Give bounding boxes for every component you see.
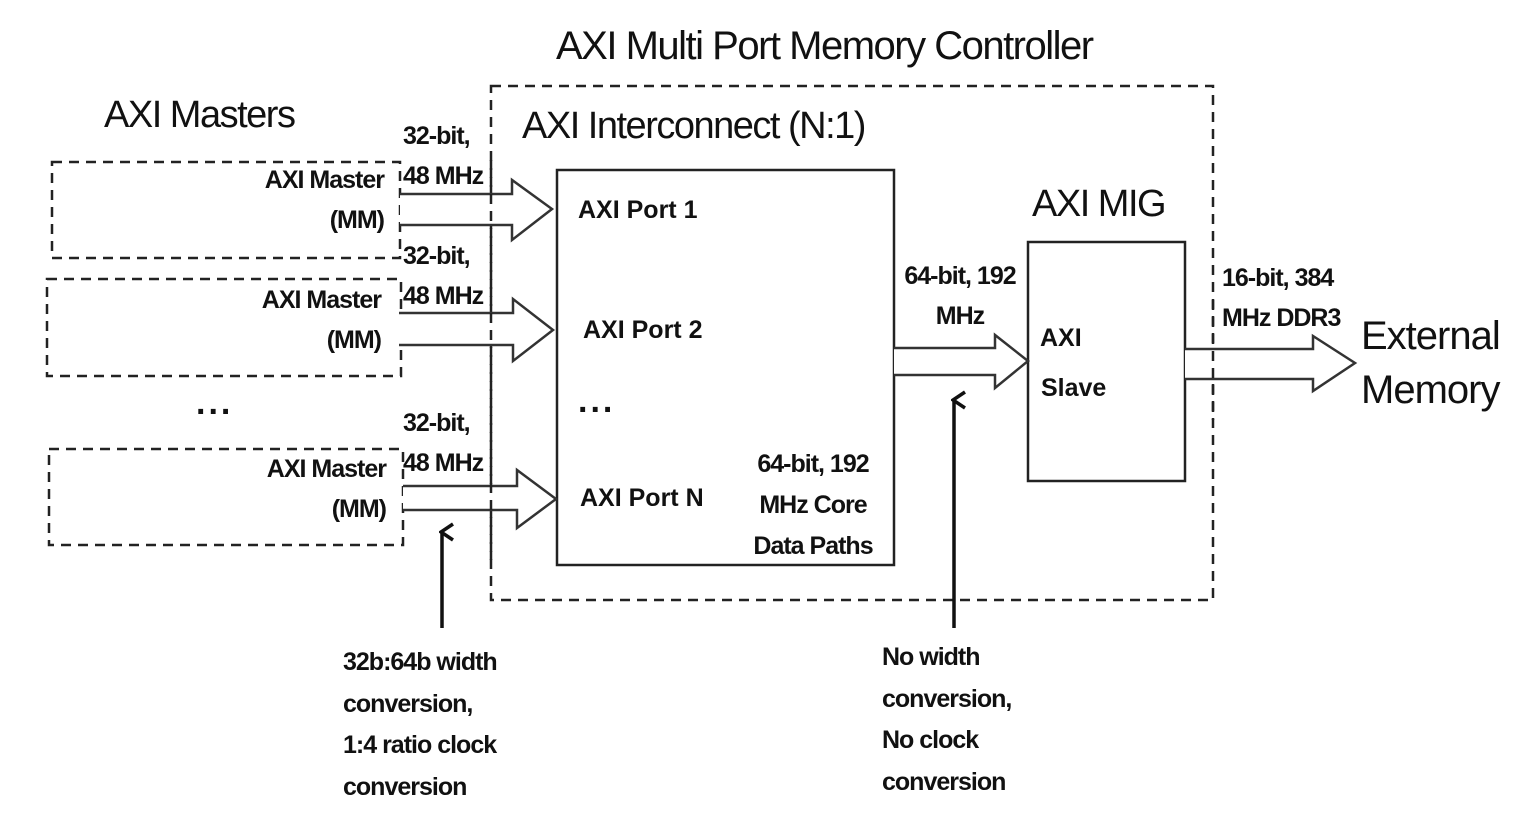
ddr-link-label: 16-bit, 384 MHz DDR3 xyxy=(1222,258,1341,338)
ddr-bus-arrow xyxy=(1185,333,1358,394)
master-link-label-2: 32-bit, 48 MHz xyxy=(403,236,484,316)
annotation-left-line-2: conversion, xyxy=(343,689,473,718)
port-1-label[interactable]: AXI Port 1 xyxy=(578,196,698,224)
master-label-1-name: AXI Master xyxy=(264,166,385,194)
mig-slave-line-2: Slave xyxy=(1041,374,1107,402)
ddr-link-clock: MHz DDR3 xyxy=(1222,304,1341,332)
master-label-2[interactable]: AXI Master (MM) xyxy=(205,280,382,360)
master-link-n-clock: 48 MHz xyxy=(403,449,484,477)
external-memory-line-2: Memory xyxy=(1361,368,1500,412)
core-note-line-2: MHz Core xyxy=(759,491,867,519)
controller-title: AXI Multi Port Memory Controller xyxy=(556,24,1094,68)
annotation-right-line-1: No width xyxy=(882,643,981,671)
master-box-2[interactable] xyxy=(45,277,403,378)
annotation-left-line-1: 32b:64b width xyxy=(343,648,498,676)
master-box-n[interactable] xyxy=(47,447,405,547)
master-link-label-n: 32-bit, 48 MHz xyxy=(403,403,484,483)
width-conversion-annotation: 32b:64b width conversion, 1:4 ratio cloc… xyxy=(343,642,498,808)
ddr-link-width: 16-bit, 384 xyxy=(1222,264,1334,292)
master-label-2-type: (MM) xyxy=(326,326,382,354)
core-note-line-3: Data Paths xyxy=(753,532,873,560)
master-2-bus-arrow xyxy=(399,296,556,364)
port-2-label[interactable]: AXI Port 2 xyxy=(583,316,703,344)
mig-box[interactable] xyxy=(1026,240,1187,483)
interconnect-box[interactable] xyxy=(555,168,896,567)
master-link-2-clock: 48 MHz xyxy=(403,282,484,310)
core-link-width: 64-bit, 192 xyxy=(904,262,1016,290)
core-link-clock: MHz xyxy=(935,302,985,330)
annotation-left-line-4: conversion xyxy=(343,772,467,801)
ports-ellipsis: ... xyxy=(578,382,616,420)
master-label-1-type: (MM) xyxy=(329,206,385,234)
external-memory-label[interactable]: External Memory xyxy=(1361,309,1501,417)
annotation-left-line-3: 1:4 ratio clock xyxy=(343,731,497,759)
master-label-n[interactable]: AXI Master (MM) xyxy=(210,449,387,529)
core-datapath-note: 64-bit, 192 MHz Core Data Paths xyxy=(738,444,888,567)
annotation-right-line-3: No clock xyxy=(882,726,979,754)
master-link-label-1: 32-bit, 48 MHz xyxy=(403,116,484,196)
master-label-1[interactable]: AXI Master (MM) xyxy=(210,160,385,240)
core-bus-arrow xyxy=(894,332,1030,391)
core-link-label: 64-bit, 192 MHz xyxy=(890,256,1030,336)
no-conversion-annotation: No width conversion, No clock conversion xyxy=(882,637,1012,803)
core-note-line-1: 64-bit, 192 xyxy=(757,450,869,478)
master-link-1-clock: 48 MHz xyxy=(403,162,484,190)
mig-heading: AXI MIG xyxy=(1032,183,1167,225)
annotation-right-line-2: conversion, xyxy=(882,684,1012,713)
mig-slave-line-1: AXI xyxy=(1040,324,1082,352)
master-n-bus-arrow xyxy=(403,467,559,531)
master-link-1-width: 32-bit, xyxy=(403,122,471,150)
master-label-2-name: AXI Master xyxy=(261,286,382,314)
annotation-right-line-4: conversion xyxy=(882,767,1006,796)
master-1-bus-arrow xyxy=(400,177,555,243)
master-link-2-width: 32-bit, xyxy=(403,242,471,270)
port-n-label[interactable]: AXI Port N xyxy=(580,484,704,512)
masters-heading: AXI Masters xyxy=(104,94,296,136)
masters-ellipsis: ... xyxy=(196,384,234,422)
interconnect-heading: AXI Interconnect (N:1) xyxy=(522,105,866,147)
external-memory-line-1: External xyxy=(1361,314,1501,358)
master-label-n-name: AXI Master xyxy=(266,455,387,483)
master-label-n-type: (MM) xyxy=(331,495,387,523)
master-link-n-width: 32-bit, xyxy=(403,409,471,437)
